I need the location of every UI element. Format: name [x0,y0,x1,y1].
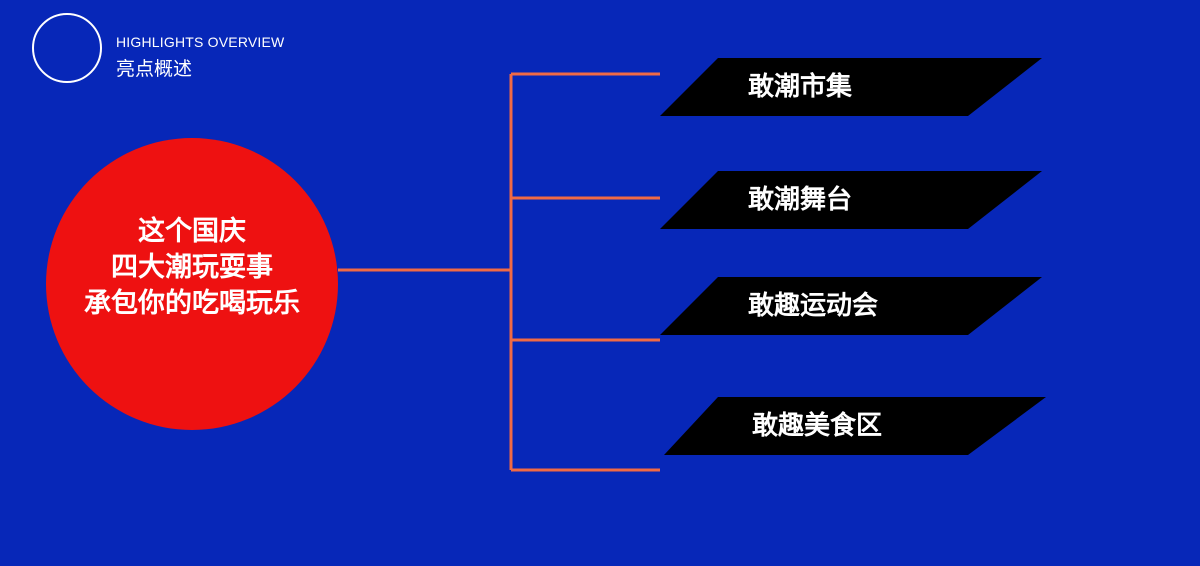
branch-label-3: 敢趣运动会 [748,291,879,321]
center-line-2: 四大潮玩耍事 [111,252,273,283]
center-circle [46,138,338,430]
center-line-3: 承包你的吃喝玩乐 [84,288,300,319]
branch-shape-3 [660,277,1042,335]
center-line-1: 这个国庆 [138,216,246,247]
branch-shape-1 [660,58,1042,116]
header-title-en: HIGHLIGHTS OVERVIEW [116,34,285,50]
branch-label-4: 敢趣美食区 [752,411,883,441]
branch-shape-2 [660,171,1042,229]
center-text: 这个国庆 四大潮玩耍事 承包你的吃喝玩乐 [46,214,338,322]
branch-shape-4 [664,397,1046,455]
branch-label-2: 敢潮舞台 [748,185,853,215]
header-ring-icon [32,13,102,83]
branch-label-1: 敢潮市集 [748,72,853,102]
header-title-cn: 亮点概述 [116,58,193,80]
